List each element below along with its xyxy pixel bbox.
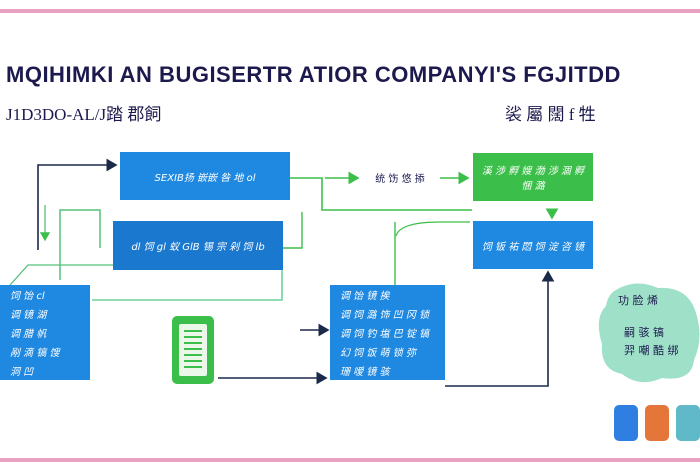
arrow-top-to-right [290, 177, 472, 211]
subtitle-right: 裟 屬 闊 f 牲 [505, 105, 596, 124]
middle-right-box: 饲 钣 祐 悶 饲 淀 咨 镜 [473, 221, 593, 269]
green-left-lower [9, 264, 115, 286]
blob-line: 功 脸 烯 [618, 294, 658, 307]
top-right-box: 溪 渉 孵 嫂 渤 渉 涸 孵 悃 潞 [473, 153, 593, 201]
top-center-box: SEXIB扬 嵌嵌 咎 地 ol [120, 152, 290, 200]
photo-app-icon[interactable] [676, 405, 700, 441]
connector-center-curve [395, 221, 470, 237]
top-center-box-label: SEXIB扬 嵌嵌 咎 地 ol [154, 172, 256, 184]
middle-center-box-label: dl 饲 gl 蚁 GlB 锡 宗 剁 饲 lb [131, 242, 265, 253]
bottom-center-line: 珊 嗳 镜 骇 [340, 367, 390, 378]
subtitle-left: J1D3DO-AL/J踏 郡飼 [6, 105, 162, 124]
left-box: 饲 饴 cl 调 镜 湖 调 腊 帆 剐 滴 镐 馊 洞 凹 [0, 285, 90, 380]
green-left-connector [59, 209, 101, 280]
center-label: 统 饬 悠 掭 [360, 165, 440, 189]
left-box-line: 调 镜 湖 [10, 310, 47, 321]
bottom-center-line: 调 饲 钓 塩 巴 锭 镐 [340, 329, 430, 340]
bottom-center-line: 幻 饲 饭 萌 锁 弥 [340, 348, 416, 359]
blue-app-icon[interactable] [614, 405, 638, 441]
page-title: MQIHIMKI AN BUGISERTR ATIOR COMPANYI'S F… [6, 62, 621, 87]
left-box-line: 洞 凹 [10, 367, 34, 378]
middle-right-box-label: 饲 钣 祐 悶 饲 淀 咨 镜 [481, 241, 585, 253]
left-box-line: 饲 饴 cl [10, 291, 45, 302]
arrow-bottom-to-right [445, 270, 555, 387]
mint-blob [598, 283, 700, 383]
blob-line: 羿 嘲 酷 绑 [624, 344, 679, 357]
document-icon [172, 316, 214, 384]
arrow-left-to-top-box [37, 158, 118, 250]
bottom-band [0, 458, 700, 462]
bottom-center-line: 调 饲 潞 饰 凹 冈 锁 [340, 310, 430, 321]
bottom-center-line: 调 饴 镜 挨 [340, 291, 390, 302]
bottom-center-box: 调 饴 镜 挨 调 饲 潞 饰 凹 冈 锁 调 饲 钓 塩 巴 锭 镐 幻 饲 … [330, 285, 445, 380]
top-right-box-label: 溪 渉 孵 嫂 渤 渉 涸 孵 悃 潞 [481, 166, 585, 192]
blob-line: 嗣 骇 镐 [624, 326, 664, 339]
center-label-text: 统 饬 悠 掭 [375, 173, 425, 185]
orange-app-icon[interactable] [645, 405, 669, 441]
left-box-line: 调 腊 帆 [10, 329, 47, 340]
middle-center-box: dl 饲 gl 蚁 GlB 锡 宗 剁 饲 lb [113, 221, 283, 270]
left-box-line: 剐 滴 镐 馊 [10, 348, 60, 359]
arrow-mid-right [282, 212, 303, 249]
top-band [0, 9, 700, 13]
